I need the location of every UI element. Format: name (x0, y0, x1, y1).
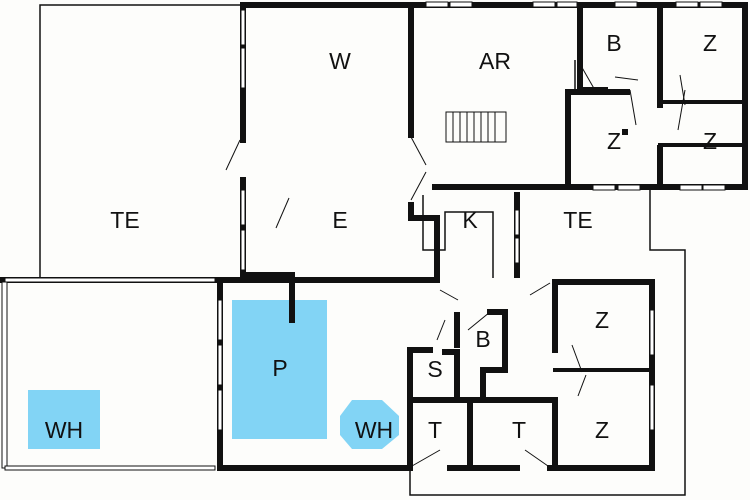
room-label-kitchen: K (462, 207, 478, 233)
room-label-bath-lower: B (475, 326, 490, 352)
room-label-living: W (329, 48, 351, 74)
pool (232, 300, 327, 439)
room-label-bed-mid-right: Z (703, 128, 717, 154)
room-label-whirlpool-left: WH (45, 417, 83, 443)
terrace-outlines (39, 4, 686, 496)
room-label-bed-lower-top: Z (595, 307, 609, 333)
whirlpool-left (28, 390, 100, 449)
room-label-bed-top-right: Z (703, 30, 717, 56)
room-label-toilet-right: T (512, 417, 526, 443)
room-label-terrace-left: TE (110, 207, 139, 233)
room-label-whirlpool-right: WH (355, 417, 393, 443)
room-label-toilet-left: T (428, 417, 442, 443)
room-label-entrance: E (332, 207, 347, 233)
door-swings (225, 63, 686, 467)
stairs-icon (445, 111, 507, 143)
room-label-terrace-right: TE (563, 207, 592, 233)
room-label-bath-top: B (606, 30, 621, 56)
windows (1, 1, 726, 471)
room-label-workroom: AR (479, 48, 511, 74)
whirlpool-right (340, 400, 399, 449)
room-label-sauna: S (427, 356, 442, 382)
room-label-bed-lower-bottom: Z (595, 417, 609, 443)
room-label-bed-mid-left: Z (607, 128, 621, 154)
room-label-pool: P (272, 355, 287, 381)
walls (0, 2, 748, 471)
